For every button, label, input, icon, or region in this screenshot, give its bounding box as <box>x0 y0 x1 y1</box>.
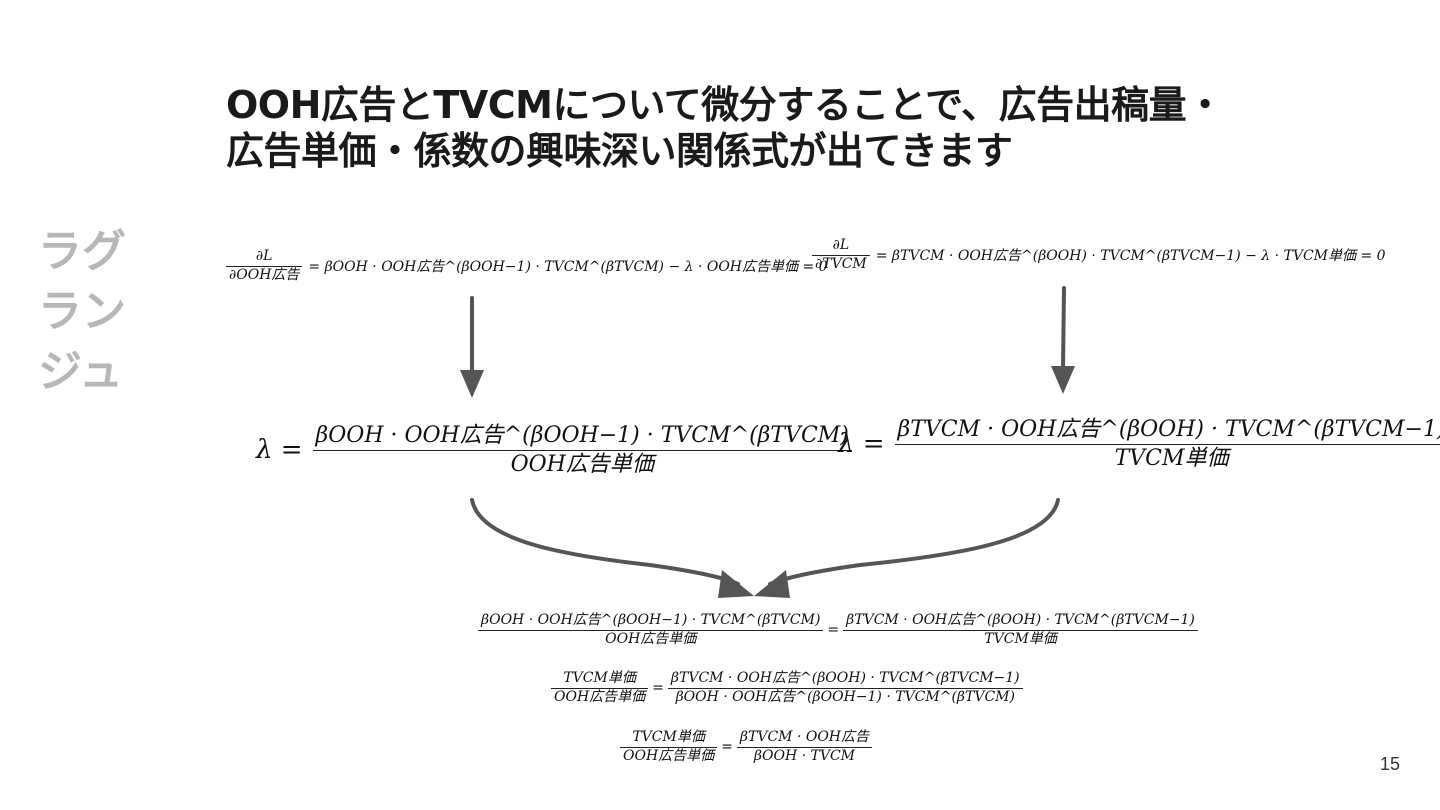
arrow-right-down-head <box>1051 366 1075 394</box>
lambda-ooh-denominator: OOH広告単価 <box>510 451 654 477</box>
page-number: 15 <box>1380 754 1401 774</box>
equation-result-2: TVCM単価 OOH広告単価 = βTVCM · OOH広告^(βOOH) · … <box>551 670 1023 706</box>
ooh-derivative-denominator: ∂OOH広告 <box>229 266 300 283</box>
lambda-tvcm-lhs: λ = <box>838 429 885 459</box>
tvcm-derivative-fraction: ∂L ∂TVCM <box>812 237 870 273</box>
ooh-derivative-rhs: = βOOH · OOH広告^(βOOH−1) · TVCM^(βTVCM) −… <box>308 259 828 275</box>
fraction-bar <box>312 449 852 451</box>
result-2-left-fraction: TVCM単価 OOH広告単価 <box>551 670 649 706</box>
result-1-right-denominator: TVCM単価 <box>984 630 1057 647</box>
result-3-right-denominator: βOOH · TVCM <box>753 747 856 764</box>
side-label-lagrange: ラグ ラン ジュ <box>38 222 138 402</box>
fraction-bar <box>478 629 824 631</box>
arrow-right-curve <box>768 498 1060 586</box>
result-2-right-fraction: βTVCM · OOH広告^(βOOH) · TVCM^(βTVCM−1) βO… <box>667 670 1023 706</box>
arrow-right-curve-head <box>754 570 790 598</box>
side-label-line-3: ジュ <box>38 346 123 397</box>
ooh-derivative-numerator: ∂L <box>255 248 273 264</box>
fraction-bar <box>894 443 1440 445</box>
equation-ooh-derivative: ∂L ∂OOH広告 = βOOH · OOH広告^(βOOH−1) · TVCM… <box>226 248 828 284</box>
ooh-derivative-fraction: ∂L ∂OOH広告 <box>226 248 303 284</box>
result-2-left-denominator: OOH広告単価 <box>554 688 646 705</box>
slide-title-line-2: 広告単価・係数の興味深い関係式が出てきます <box>226 129 1013 173</box>
result-3-right-fraction: βTVCM · OOH広告 βOOH · TVCM <box>736 729 873 765</box>
fraction-bar <box>812 254 870 256</box>
result-3-equals: = <box>721 739 733 755</box>
result-2-right-numerator: βTVCM · OOH広告^(βOOH) · TVCM^(βTVCM−1) <box>670 670 1020 686</box>
result-1-right-fraction: βTVCM · OOH広告^(βOOH) · TVCM^(βTVCM−1) TV… <box>843 612 1198 648</box>
result-3-right-numerator: βTVCM · OOH広告 <box>739 729 870 745</box>
result-2-right-denominator: βOOH · OOH広告^(βOOH−1) · TVCM^(βTVCM) <box>675 688 1015 705</box>
result-3-left-fraction: TVCM単価 OOH広告単価 <box>620 729 718 765</box>
lambda-tvcm-numerator: βTVCM · OOH広告^(βOOH) · TVCM^(βTVCM−1) <box>897 417 1440 442</box>
fraction-bar <box>226 265 303 267</box>
result-1-right-numerator: βTVCM · OOH広告^(βOOH) · TVCM^(βTVCM−1) <box>846 612 1195 628</box>
fraction-bar <box>736 746 873 748</box>
tvcm-derivative-rhs: = βTVCM · OOH広告^(βOOH) · TVCM^(βTVCM−1) … <box>875 248 1386 264</box>
fraction-bar <box>551 687 649 689</box>
equation-lambda-ooh: λ = βOOH · OOH広告^(βOOH−1) · TVCM^(βTVCM)… <box>256 422 852 478</box>
lambda-ooh-fraction: βOOH · OOH広告^(βOOH−1) · TVCM^(βTVCM) OOH… <box>312 422 852 478</box>
equation-tvcm-derivative: ∂L ∂TVCM = βTVCM · OOH広告^(βOOH) · TVCM^(… <box>812 237 1386 273</box>
result-3-left-denominator: OOH広告単価 <box>623 747 715 764</box>
result-1-left-denominator: OOH広告単価 <box>605 630 697 647</box>
lambda-ooh-numerator: βOOH · OOH広告^(βOOH−1) · TVCM^(βTVCM) <box>315 423 849 448</box>
result-3-left-numerator: TVCM単価 <box>632 729 705 745</box>
fraction-bar <box>620 746 718 748</box>
equation-result-1: βOOH · OOH広告^(βOOH−1) · TVCM^(βTVCM) OOH… <box>478 612 1198 648</box>
side-label-line-2: ラン <box>38 286 126 337</box>
equation-result-3: TVCM単価 OOH広告単価 = βTVCM · OOH広告 βOOH · TV… <box>620 729 873 765</box>
fraction-bar <box>843 629 1198 631</box>
slide-title-line-1: OOH広告とTVCMについて微分することで、広告出稿量・ <box>226 83 1224 127</box>
result-2-left-numerator: TVCM単価 <box>563 670 636 686</box>
result-1-equals: = <box>827 622 840 638</box>
side-label-line-1: ラグ <box>38 226 126 277</box>
result-1-left-numerator: βOOH · OOH広告^(βOOH−1) · TVCM^(βTVCM) <box>481 612 821 628</box>
arrow-left-down-head <box>460 370 484 398</box>
result-2-equals: = <box>652 680 664 696</box>
arrow-right-down-shaft <box>1061 286 1066 370</box>
arrow-left-curve-head <box>718 570 754 598</box>
tvcm-derivative-numerator: ∂L <box>832 237 850 253</box>
tvcm-derivative-denominator: ∂TVCM <box>815 255 867 272</box>
lambda-tvcm-denominator: TVCM単価 <box>1114 445 1229 471</box>
result-1-left-fraction: βOOH · OOH広告^(βOOH−1) · TVCM^(βTVCM) OOH… <box>478 612 824 648</box>
fraction-bar <box>667 687 1023 689</box>
lambda-tvcm-fraction: βTVCM · OOH広告^(βOOH) · TVCM^(βTVCM−1) TV… <box>894 416 1440 472</box>
lambda-ooh-lhs: λ = <box>256 435 303 465</box>
arrow-left-curve <box>470 498 740 586</box>
equation-lambda-tvcm: λ = βTVCM · OOH広告^(βOOH) · TVCM^(βTVCM−1… <box>838 416 1440 472</box>
slide-title: OOH広告とTVCMについて微分することで、広告出稿量・ 広告単価・係数の興味深… <box>226 82 1276 174</box>
